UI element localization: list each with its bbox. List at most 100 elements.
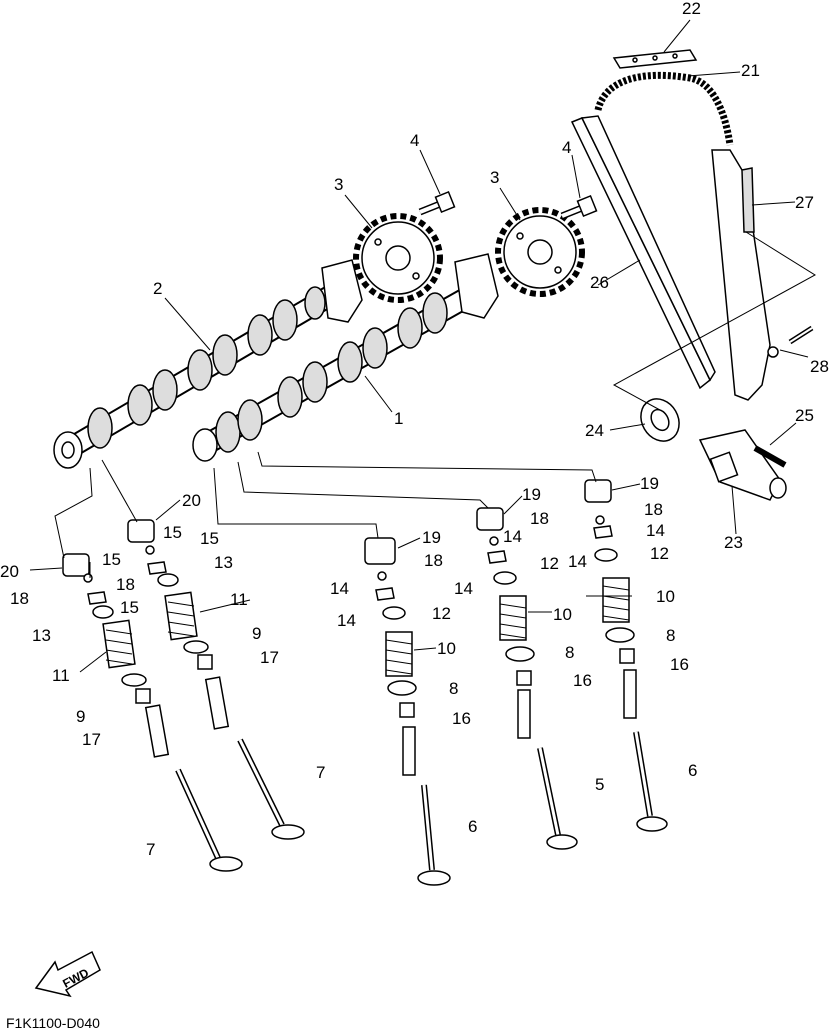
callout-14: 14 [568, 552, 587, 571]
callout-7: 7 [316, 763, 325, 782]
callout-10: 10 [656, 587, 675, 606]
callout-18: 18 [116, 575, 135, 594]
valve-lifter [127, 519, 155, 543]
callout-5: 5 [595, 775, 604, 794]
callout-17: 17 [260, 648, 279, 667]
spring-seat [121, 673, 147, 687]
valve-intake [537, 747, 578, 850]
cam-chain-tensioner [698, 429, 787, 501]
valve-keeper [593, 525, 613, 539]
callout-11: 11 [52, 666, 70, 685]
diagram-code: F1K1100-D040 [6, 1015, 100, 1031]
valve-cotter [377, 571, 387, 581]
cam-sprocket-left [353, 213, 443, 303]
callout-26: 26 [590, 273, 609, 292]
callout-12: 12 [650, 544, 669, 563]
valve-spring [602, 577, 630, 623]
callout-2: 2 [153, 279, 162, 298]
callout-11: 11 [230, 590, 248, 609]
valve-intake [633, 731, 668, 832]
callout-8: 8 [449, 679, 458, 698]
callout-16: 16 [573, 671, 592, 690]
callout-14: 14 [337, 611, 356, 630]
callout-15: 15 [102, 550, 121, 569]
callout-labels: 1 2 3 3 4 4 5 6 6 7 7 8 8 8 9 9 10 10 10… [0, 0, 829, 859]
callout-16: 16 [452, 709, 471, 728]
callout-12: 12 [540, 554, 559, 573]
valve-stem-seal [619, 648, 635, 664]
valve-spring [102, 619, 136, 669]
callout-20: 20 [0, 562, 19, 581]
callout-14: 14 [646, 521, 665, 540]
callout-8: 8 [666, 626, 675, 645]
valve-exhaust [175, 768, 243, 872]
valve-keeper [487, 550, 507, 564]
valve-intake [417, 784, 451, 886]
callout-18: 18 [644, 500, 663, 519]
callout-13: 13 [214, 553, 233, 572]
valve-lifter [62, 553, 90, 577]
sprocket-bolt-right [560, 194, 598, 220]
valve-exhaust [237, 738, 305, 840]
spring-retainer [157, 573, 179, 587]
callout-14: 14 [330, 579, 349, 598]
callout-21: 21 [741, 61, 760, 80]
callout-4: 4 [410, 131, 419, 150]
tensioner-bolt [753, 445, 787, 468]
callout-19: 19 [422, 528, 441, 547]
callout-17: 17 [82, 730, 101, 749]
spring-seat [183, 640, 209, 654]
callout-16: 16 [670, 655, 689, 674]
spring-seat [505, 646, 535, 662]
callout-15: 15 [200, 529, 219, 548]
callout-3: 3 [490, 168, 499, 187]
callout-8: 8 [565, 643, 574, 662]
callout-20: 20 [182, 491, 201, 510]
spring-seat [605, 627, 635, 643]
callout-4: 4 [562, 138, 571, 157]
valve-guide [144, 704, 170, 758]
valve-spring [164, 591, 198, 641]
callout-7: 7 [146, 840, 155, 859]
callout-27: 27 [795, 193, 814, 212]
cam-sprocket-right [495, 207, 585, 297]
callout-15: 15 [163, 523, 182, 542]
callout-1: 1 [394, 409, 403, 428]
callout-6: 6 [468, 817, 477, 836]
sprocket-bolt-left [418, 190, 456, 216]
callout-14: 14 [503, 527, 522, 546]
callout-10: 10 [553, 605, 572, 624]
callout-28: 28 [810, 357, 829, 376]
valve-guide [623, 669, 637, 719]
spring-retainer [92, 605, 114, 619]
callout-12: 12 [432, 604, 451, 623]
callout-13: 13 [32, 626, 51, 645]
valve-cotter [489, 536, 499, 546]
valve-guide [402, 726, 416, 776]
valve-cotter [145, 545, 155, 555]
spring-retainer [493, 571, 517, 585]
cam-chain [594, 71, 734, 146]
callout-3: 3 [334, 175, 343, 194]
valve-guide [204, 676, 230, 730]
forward-arrow: FWD [34, 950, 101, 998]
valve-lifter [584, 479, 612, 503]
connector-lines [54, 231, 816, 578]
callout-9: 9 [76, 707, 85, 726]
chain-guide-intake [711, 149, 779, 401]
valve-cotter [595, 515, 605, 525]
spring-retainer [382, 606, 406, 620]
callout-24: 24 [585, 421, 604, 440]
callout-14: 14 [454, 579, 473, 598]
camshaft-exhaust [53, 259, 363, 469]
valve-lifter [476, 507, 504, 531]
callout-19: 19 [640, 474, 659, 493]
callout-18: 18 [530, 509, 549, 528]
valve-spring [499, 595, 527, 641]
spring-retainer [594, 548, 618, 562]
callout-18: 18 [424, 551, 443, 570]
valve-guide [517, 689, 531, 739]
callout-23: 23 [724, 533, 743, 552]
valve-cotter [83, 573, 93, 583]
